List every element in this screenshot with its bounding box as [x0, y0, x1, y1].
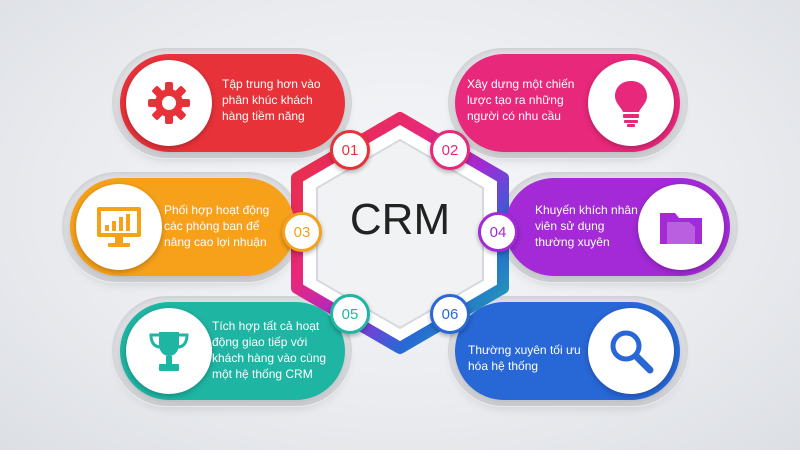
- item-03-icon-disc: [76, 184, 162, 270]
- item-05-line-2: động giao tiếp với: [212, 335, 308, 349]
- item-06-text: Thường xuyên tối ưu hóa hệ thống: [468, 342, 588, 374]
- item-05-icon-disc: [126, 308, 212, 394]
- item-03-line-1: Phối hợp hoạt động: [164, 203, 270, 217]
- item-06-line-1: Thường xuyên tối ưu: [468, 343, 581, 357]
- item-05-line-3: khách hàng vào cùng: [212, 351, 327, 365]
- item-03-badge: 03: [282, 212, 322, 252]
- item-06-icon-disc: [588, 308, 674, 394]
- item-01-text: Tập trung hơn vào phân khúc khách hàng t…: [222, 76, 337, 124]
- item-02-line-1: Xây dựng một chiến: [467, 77, 575, 91]
- item-02-icon-disc: [588, 60, 674, 146]
- lightbulb-icon: [615, 81, 647, 127]
- item-02-line-2: lược tạo ra những: [467, 93, 564, 107]
- item-04-line-1: Khuyến khích nhân: [535, 203, 638, 217]
- item-03-number: 03: [293, 223, 311, 241]
- item-05-number: 05: [341, 305, 359, 323]
- item-03-line-2: các phòng ban để: [164, 219, 260, 233]
- item-01-number: 01: [341, 141, 359, 159]
- item-04-line-2: viên sử dụng: [535, 219, 605, 233]
- hexagon-inner: [316, 138, 484, 330]
- item-05-badge: 05: [330, 294, 370, 334]
- gear-icon: [148, 82, 190, 124]
- item-03-line-3: nâng cao lợi nhuận: [164, 235, 267, 249]
- item-01-icon-disc: [126, 60, 212, 146]
- item-04-badge: 04: [478, 212, 518, 252]
- monitor-chart-icon: [97, 207, 141, 247]
- item-04-text: Khuyến khích nhân viên sử dụng thường xu…: [535, 202, 639, 250]
- item-01-line-3: hàng tiềm năng: [222, 109, 305, 123]
- item-06-number: 06: [441, 305, 459, 323]
- center-label: CRM: [349, 195, 451, 244]
- item-01-line-2: phân khúc khách: [222, 93, 313, 107]
- trophy-icon: [149, 332, 189, 371]
- item-04-line-3: thường xuyên: [535, 235, 610, 249]
- item-05-line-4: một hệ thống CRM: [212, 367, 313, 381]
- item-03-text: Phối hợp hoạt động các phòng ban để nâng…: [164, 202, 289, 250]
- item-04-number: 04: [489, 223, 507, 241]
- item-01-badge: 01: [330, 130, 370, 170]
- folder-icon: [660, 213, 702, 244]
- item-02-badge: 02: [430, 130, 470, 170]
- item-02-line-3: người có nhu cầu: [467, 109, 561, 123]
- item-02-text: Xây dựng một chiến lược tạo ra những ngư…: [467, 76, 585, 124]
- item-01-line-1: Tập trung hơn vào: [222, 77, 321, 91]
- item-04-icon-disc: [638, 184, 724, 270]
- magnifier-icon: [610, 330, 654, 374]
- item-06-line-2: hóa hệ thống: [468, 359, 539, 373]
- item-06-badge: 06: [430, 294, 470, 334]
- item-05-text: Tích hợp tất cả hoạt động giao tiếp với …: [212, 318, 342, 382]
- item-02-number: 02: [441, 141, 459, 159]
- item-05-line-1: Tích hợp tất cả hoạt: [212, 319, 320, 333]
